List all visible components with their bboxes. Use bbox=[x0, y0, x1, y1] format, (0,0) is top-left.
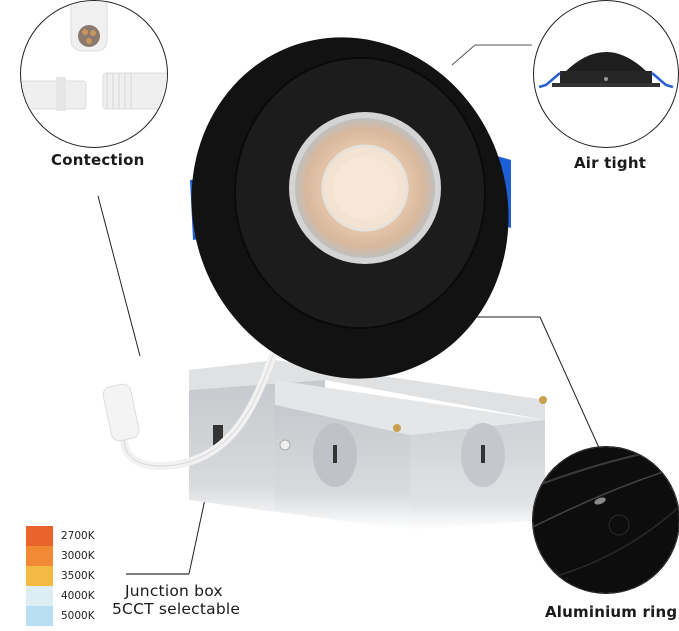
cct-label: 5000K bbox=[61, 610, 95, 622]
callout-label-connection: Contection bbox=[51, 151, 145, 169]
swatch-4000k bbox=[26, 586, 53, 606]
callout-label-air-tight: Air tight bbox=[574, 154, 647, 172]
cct-label: 3500K bbox=[61, 570, 95, 582]
cct-legend: 2700K 3000K 3500K 4000K 5000K bbox=[26, 526, 95, 626]
callout-label-junction-box: Junction box bbox=[125, 582, 223, 600]
swatch-3000k bbox=[26, 546, 53, 566]
swatch-3500k bbox=[26, 566, 53, 586]
detail-circle-air-tight bbox=[533, 0, 679, 148]
cct-label: 3000K bbox=[61, 550, 95, 562]
detail-circle-connection bbox=[20, 0, 168, 148]
downlight-fixture bbox=[185, 28, 515, 388]
detail-circle-aluminium-ring bbox=[532, 446, 679, 594]
callout-label-5cct: 5CCT selectable bbox=[112, 600, 241, 618]
callout-label-aluminium-ring: Aluminium ring bbox=[545, 603, 678, 621]
cct-label: 4000K bbox=[61, 590, 95, 602]
power-cable bbox=[102, 348, 279, 470]
cct-swatches bbox=[26, 526, 53, 626]
swatch-2700k bbox=[26, 526, 53, 546]
cct-labels: 2700K 3000K 3500K 4000K 5000K bbox=[61, 526, 95, 626]
swatch-5000k bbox=[26, 606, 53, 626]
cct-label: 2700K bbox=[61, 530, 95, 542]
